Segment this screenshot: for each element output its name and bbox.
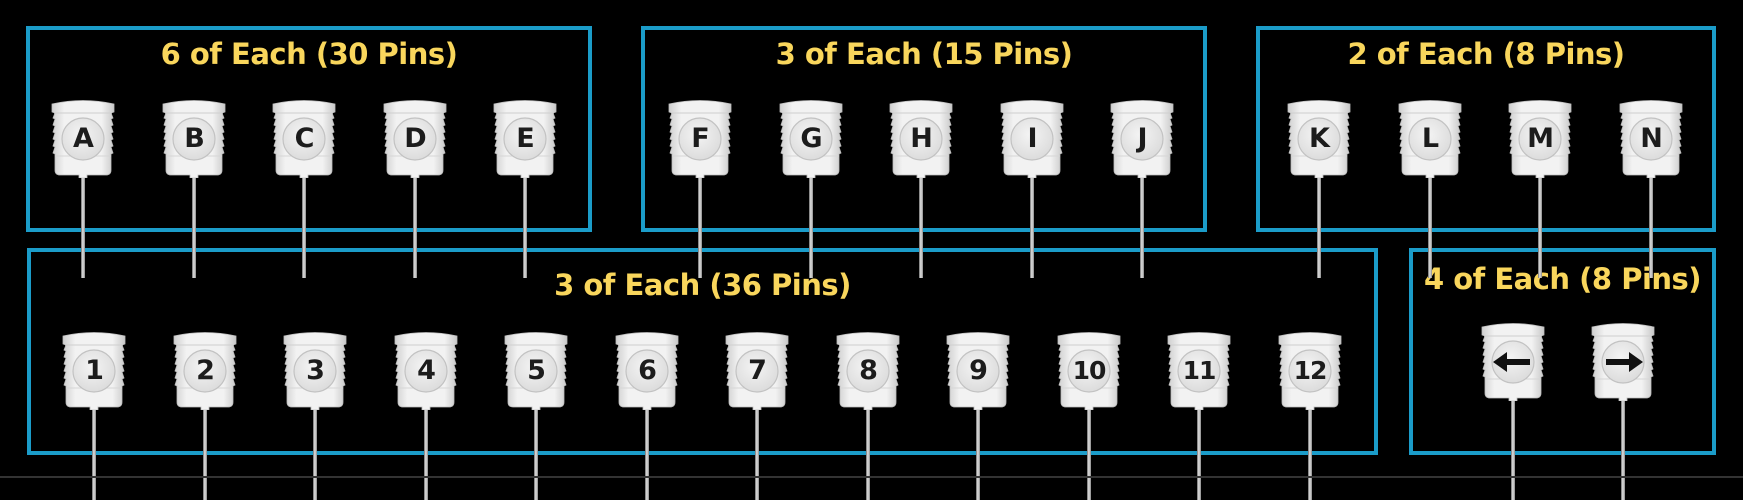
pin-needle <box>1317 178 1321 278</box>
pin-needle <box>698 178 702 278</box>
pin-needle <box>1538 178 1542 278</box>
pin-needle <box>809 178 813 278</box>
pin-head <box>282 330 348 410</box>
pin-label: I <box>1027 123 1037 154</box>
group-title: 3 of Each (36 Pins) <box>554 268 851 302</box>
pin-needle <box>755 410 759 500</box>
pin-needle <box>1197 410 1201 500</box>
pin-needle <box>1649 178 1653 278</box>
pin-head <box>945 330 1011 410</box>
pin-needle <box>302 178 306 278</box>
group-title: 4 of Each (8 Pins) <box>1423 262 1702 296</box>
pin-head <box>778 98 844 178</box>
pin-label: 10 <box>1072 356 1107 385</box>
pin-needle <box>1511 401 1515 500</box>
bottom-divider <box>0 476 1743 478</box>
pin-label: 4 <box>417 355 436 386</box>
pin-needle <box>92 410 96 500</box>
pin-label: 11 <box>1182 356 1217 385</box>
pin-needle <box>313 410 317 500</box>
pin-head <box>393 330 459 410</box>
pin-needle <box>1621 401 1625 500</box>
pin-needle <box>534 410 538 500</box>
pin-group-arrows: 4 of Each (8 Pins) <box>1409 248 1716 455</box>
pin-needle <box>203 410 207 500</box>
pin-label: H <box>910 123 933 154</box>
pin-head <box>1397 98 1463 178</box>
pin-label: 8 <box>859 355 878 386</box>
pin-head <box>1618 98 1684 178</box>
pin-label: G <box>800 123 822 154</box>
pin-head <box>1286 98 1352 178</box>
pin-label: 5 <box>527 355 546 386</box>
pin-head <box>999 98 1065 178</box>
pin-head <box>161 98 227 178</box>
pin-head <box>724 330 790 410</box>
pin-needle <box>866 410 870 500</box>
pin-head <box>271 98 337 178</box>
pin-needle <box>919 178 923 278</box>
pin-needle <box>523 178 527 278</box>
pin-label: D <box>404 123 426 154</box>
pin-head <box>614 330 680 410</box>
pin-needle <box>1308 410 1312 500</box>
pin-label: 3 <box>306 355 325 386</box>
pin-head <box>1056 330 1122 410</box>
pin-head <box>667 98 733 178</box>
pin-label: C <box>294 123 315 154</box>
pin-label: L <box>1421 123 1439 154</box>
pin-head <box>888 98 954 178</box>
pin-needle <box>192 178 196 278</box>
pin-group-1-12: 3 of Each (36 Pins) <box>27 248 1378 455</box>
pin-head <box>1277 330 1343 410</box>
pin-head <box>382 98 448 178</box>
pin-label: N <box>1640 123 1663 154</box>
pin-needle <box>1428 178 1432 278</box>
pin-label: 1 <box>85 355 104 386</box>
pin-label: J <box>1137 123 1147 154</box>
pin-needle <box>976 410 980 500</box>
pin-label: B <box>184 123 205 154</box>
pin-needle <box>413 178 417 278</box>
pin-label: K <box>1309 123 1330 154</box>
pin-label: 7 <box>748 355 767 386</box>
pin-needle <box>1140 178 1144 278</box>
pin-needle <box>1030 178 1034 278</box>
pin-needle <box>81 178 85 278</box>
pin-head <box>61 330 127 410</box>
pin-head <box>1166 330 1232 410</box>
pin-label: 12 <box>1293 356 1328 385</box>
pin-label: E <box>516 123 534 154</box>
pin-needle <box>645 410 649 500</box>
pin-head <box>50 98 116 178</box>
pin-label: 6 <box>638 355 657 386</box>
pin-head <box>1109 98 1175 178</box>
pin-needle <box>424 410 428 500</box>
group-title: 2 of Each (8 Pins) <box>1347 37 1625 71</box>
pin-head <box>492 98 558 178</box>
pin-needle <box>1087 410 1091 500</box>
pin-label: M <box>1527 123 1554 154</box>
pin-label: 2 <box>196 355 215 386</box>
pin-head <box>503 330 569 410</box>
pin-head <box>835 330 901 410</box>
pin-label: A <box>73 123 94 154</box>
group-title: 6 of Each (30 Pins) <box>160 37 458 71</box>
pin-label: F <box>691 123 709 154</box>
pin-label: 9 <box>969 355 988 386</box>
pin-head <box>1507 98 1573 178</box>
group-title: 3 of Each (15 Pins) <box>775 37 1073 71</box>
pin-head <box>172 330 238 410</box>
